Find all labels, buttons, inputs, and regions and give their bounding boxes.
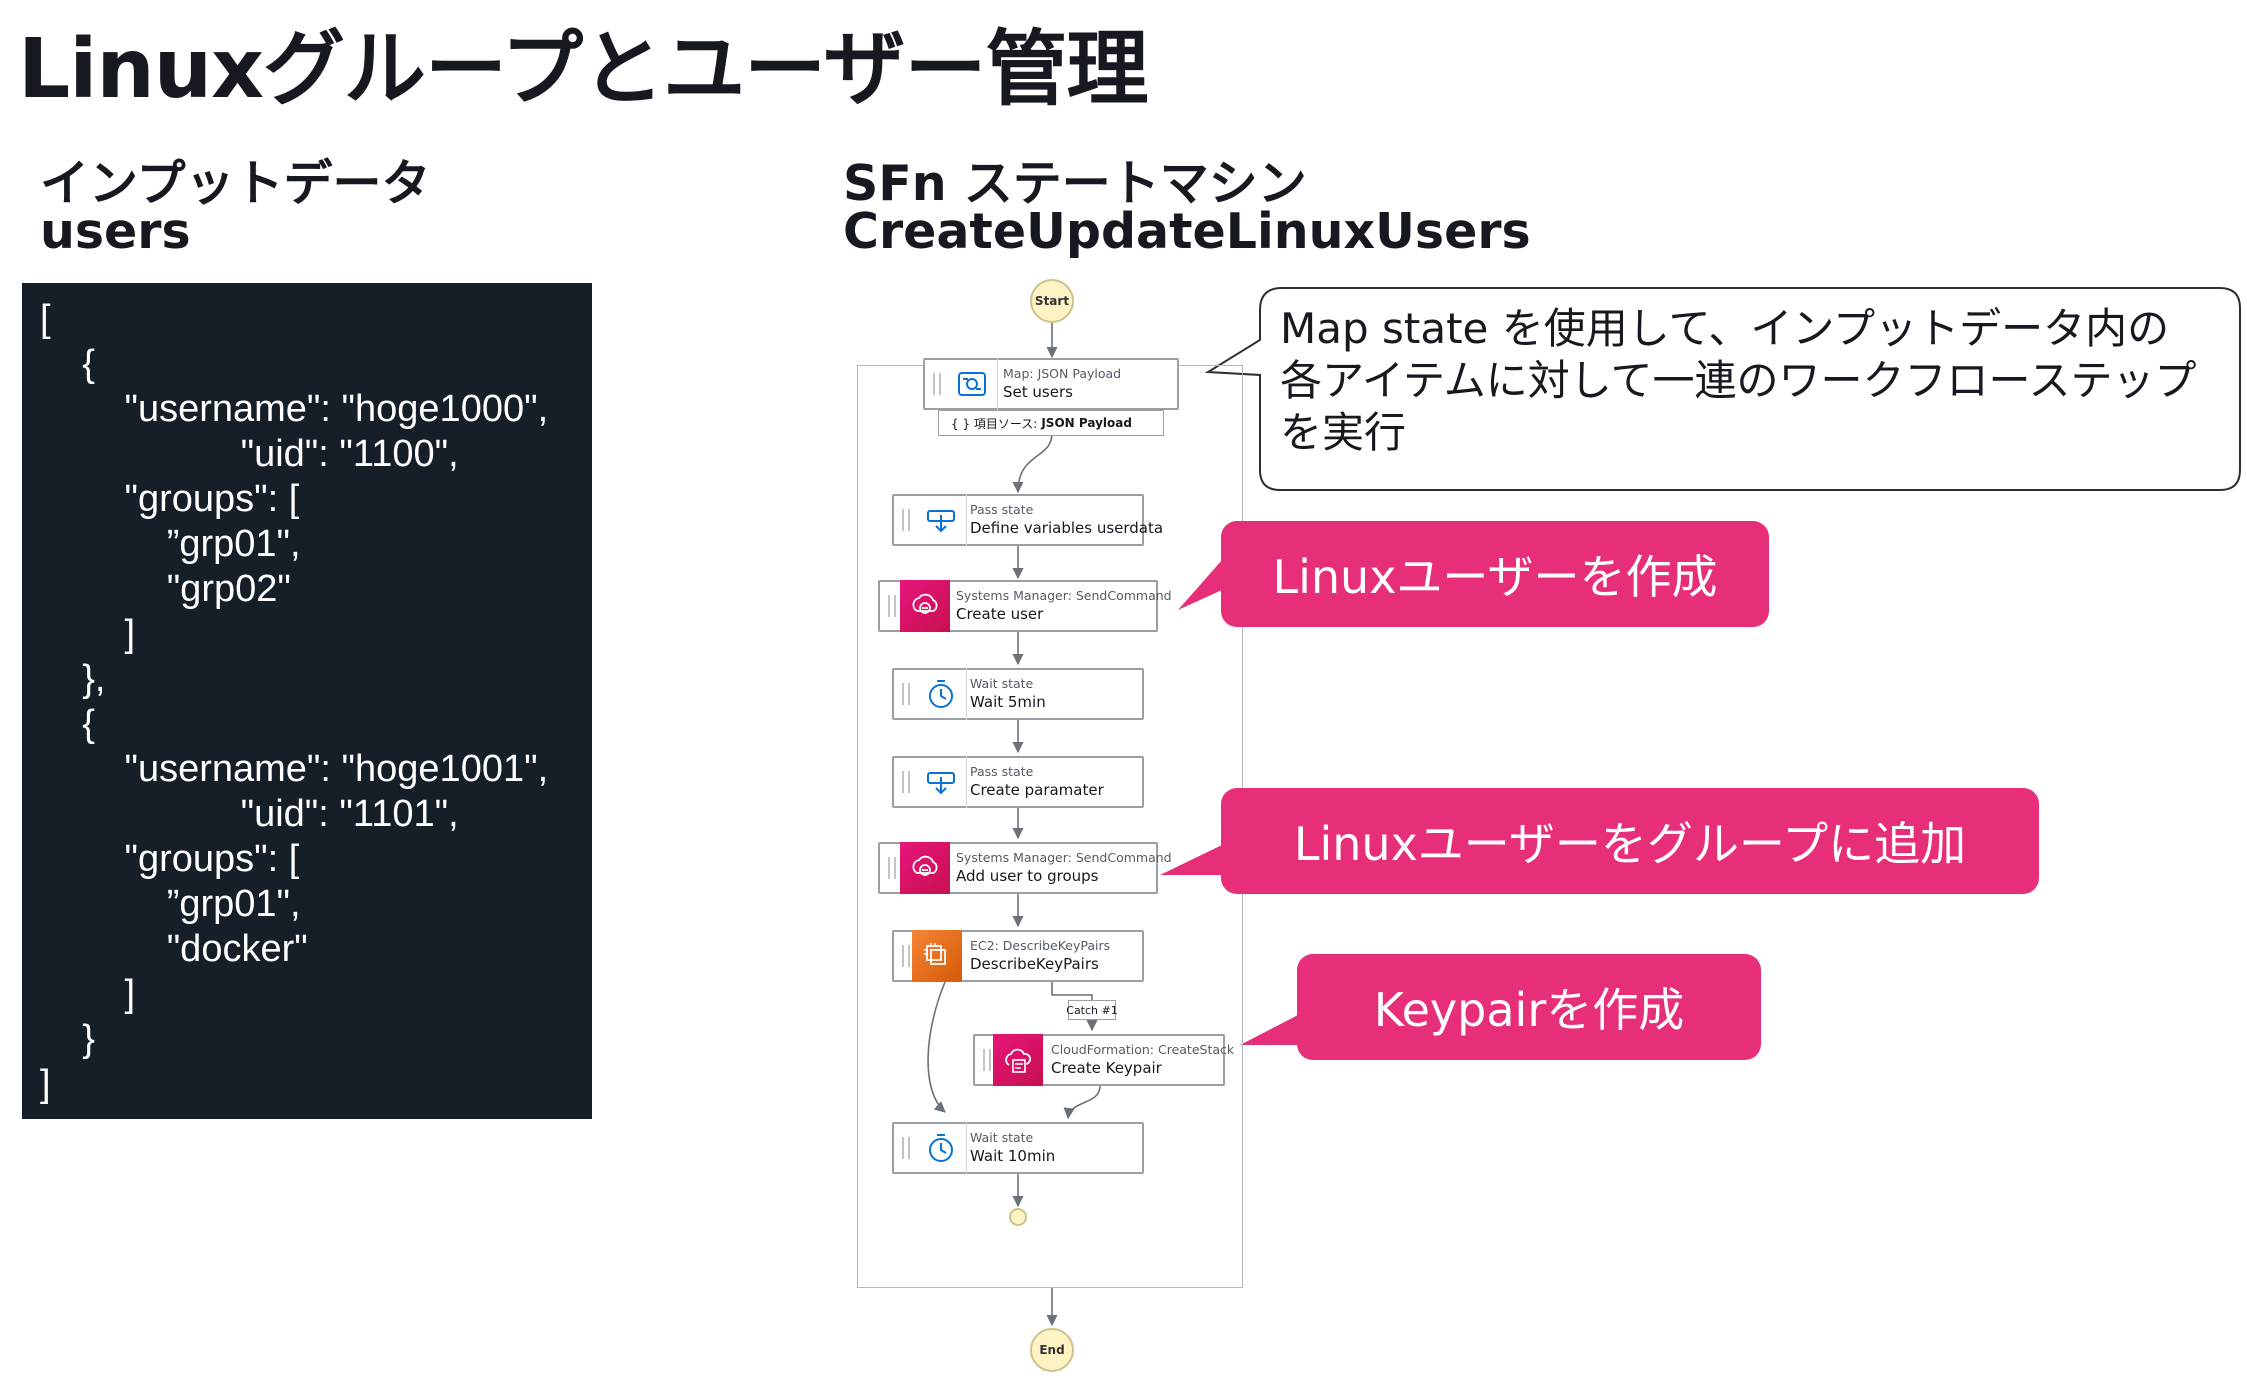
catch-tag: Catch #1: [1066, 1000, 1118, 1020]
state-node-wait-10min[interactable]: Wait state Wait 10min: [892, 1122, 1144, 1174]
json-line: "username": "hoge1001",: [40, 748, 549, 790]
drag-grip-icon[interactable]: [888, 595, 896, 617]
node-label: Create Keypair: [1051, 1059, 1162, 1077]
sfn-heading-line2: CreateUpdateLinuxUsers: [843, 203, 1531, 260]
state-node-define-variables[interactable]: Pass state Define variables userdata: [892, 494, 1163, 546]
node-kind: Systems Manager: SendCommand: [956, 588, 1172, 603]
timer-icon: [916, 668, 967, 720]
json-line: "docker": [40, 928, 308, 970]
drag-grip-icon[interactable]: [902, 771, 910, 793]
start-node[interactable]: Start: [1030, 279, 1074, 323]
json-line: "groups": [: [40, 478, 300, 520]
timer-icon: [916, 1122, 967, 1174]
pass-state-icon: [916, 756, 967, 808]
node-kind: Systems Manager: SendCommand: [956, 850, 1172, 865]
node-label: DescribeKeyPairs: [970, 955, 1099, 973]
map-bubble-line: を実行: [1280, 408, 1407, 457]
drag-grip-icon[interactable]: [902, 683, 910, 705]
sfn-heading: SFn ステートマシン CreateUpdateLinuxUsers: [843, 159, 1531, 256]
state-node-add-user-to-groups[interactable]: Systems Manager: SendCommand Add user to…: [878, 842, 1172, 894]
drag-grip-icon[interactable]: [902, 509, 910, 531]
json-line: "username": "hoge1000",: [40, 388, 549, 430]
json-line: }: [40, 1018, 95, 1060]
cloudformation-icon: [993, 1034, 1043, 1086]
item-source-value: JSON Payload: [1041, 416, 1132, 430]
state-node-create-paramater[interactable]: Pass state Create paramater: [892, 756, 1144, 808]
node-kind: CloudFormation: CreateStack: [1051, 1042, 1235, 1057]
state-node-describe-keypairs[interactable]: EC2: DescribeKeyPairs DescribeKeyPairs: [892, 930, 1144, 982]
callout-create-user: Linuxユーザーを作成: [1221, 521, 1769, 627]
callout-create-keypair: Keypairを作成: [1297, 954, 1761, 1060]
page-title: Linuxグループとユーザー管理: [18, 22, 1148, 117]
map-end-dot: [1009, 1208, 1027, 1226]
input-heading: インプットデータ users: [40, 159, 431, 256]
sfn-heading-line1: SFn ステートマシン: [843, 155, 1307, 212]
map-bubble-line: 各アイテムに対して一連のワークフローステップ: [1280, 356, 2197, 405]
json-line: ]: [40, 613, 136, 655]
json-line: "uid": "1101",: [40, 793, 459, 835]
ec2-icon: [912, 930, 962, 982]
systems-manager-icon: [900, 842, 950, 894]
node-kind: Map: JSON Payload: [1003, 366, 1122, 381]
end-node[interactable]: End: [1030, 1328, 1074, 1372]
pass-state-icon: [916, 494, 967, 546]
node-label: Define variables userdata: [970, 519, 1164, 537]
json-line: "groups": [: [40, 838, 300, 880]
json-line: ”grp01",: [40, 883, 301, 925]
node-label: Wait 5min: [970, 693, 1046, 711]
json-line: },: [40, 658, 106, 700]
state-node-create-keypair[interactable]: CloudFormation: CreateStack Create Keypa…: [973, 1034, 1234, 1086]
json-line: "grp02": [40, 568, 291, 610]
map-state-icon: [947, 358, 998, 410]
json-code-panel: [ { "username": "hoge1000", "uid": "1100…: [22, 283, 592, 1119]
map-bubble-line: Map state を使用して、インプットデータ内の: [1280, 304, 2170, 353]
node-label: Create user: [956, 605, 1044, 623]
input-heading-line2: users: [40, 203, 191, 260]
drag-grip-icon[interactable]: [902, 945, 910, 967]
drag-grip-icon[interactable]: [983, 1049, 991, 1071]
drag-grip-icon[interactable]: [933, 373, 941, 395]
state-node-wait-5min[interactable]: Wait state Wait 5min: [892, 668, 1144, 720]
json-line: ]: [40, 973, 136, 1015]
node-kind: Wait state: [970, 676, 1034, 691]
json-line: "uid": "1100",: [40, 433, 459, 475]
node-kind: EC2: DescribeKeyPairs: [970, 938, 1111, 953]
state-node-create-user[interactable]: Systems Manager: SendCommand Create user: [878, 580, 1172, 632]
node-label: Create paramater: [970, 781, 1104, 799]
map-bubble-text: Map state を使用して、インプットデータ内の 各アイテムに対して一連のワ…: [1280, 303, 2196, 459]
callout-pointer: [1240, 1015, 1298, 1045]
item-source-tag: { } 項目ソース:JSON Payload: [938, 410, 1164, 436]
json-line: ”grp01",: [40, 523, 301, 565]
input-heading-line1: インプットデータ: [40, 155, 431, 212]
drag-grip-icon[interactable]: [888, 857, 896, 879]
json-line: {: [40, 343, 95, 385]
node-kind: Pass state: [970, 764, 1034, 779]
node-kind: Pass state: [970, 502, 1034, 517]
drag-grip-icon[interactable]: [902, 1137, 910, 1159]
item-source-prefix: { } 項目ソース:: [951, 416, 1038, 431]
json-line: [: [40, 298, 51, 340]
json-line: {: [40, 703, 95, 745]
node-label: Add user to groups: [956, 867, 1099, 885]
systems-manager-icon: [900, 580, 950, 632]
node-label: Set users: [1003, 383, 1073, 401]
node-label: Wait 10min: [970, 1147, 1056, 1165]
callout-add-to-groups: Linuxユーザーをグループに追加: [1221, 788, 2039, 894]
node-kind: Wait state: [970, 1130, 1034, 1145]
json-line: ]: [40, 1063, 51, 1105]
map-node[interactable]: Map: JSON Payload Set users: [923, 358, 1179, 410]
